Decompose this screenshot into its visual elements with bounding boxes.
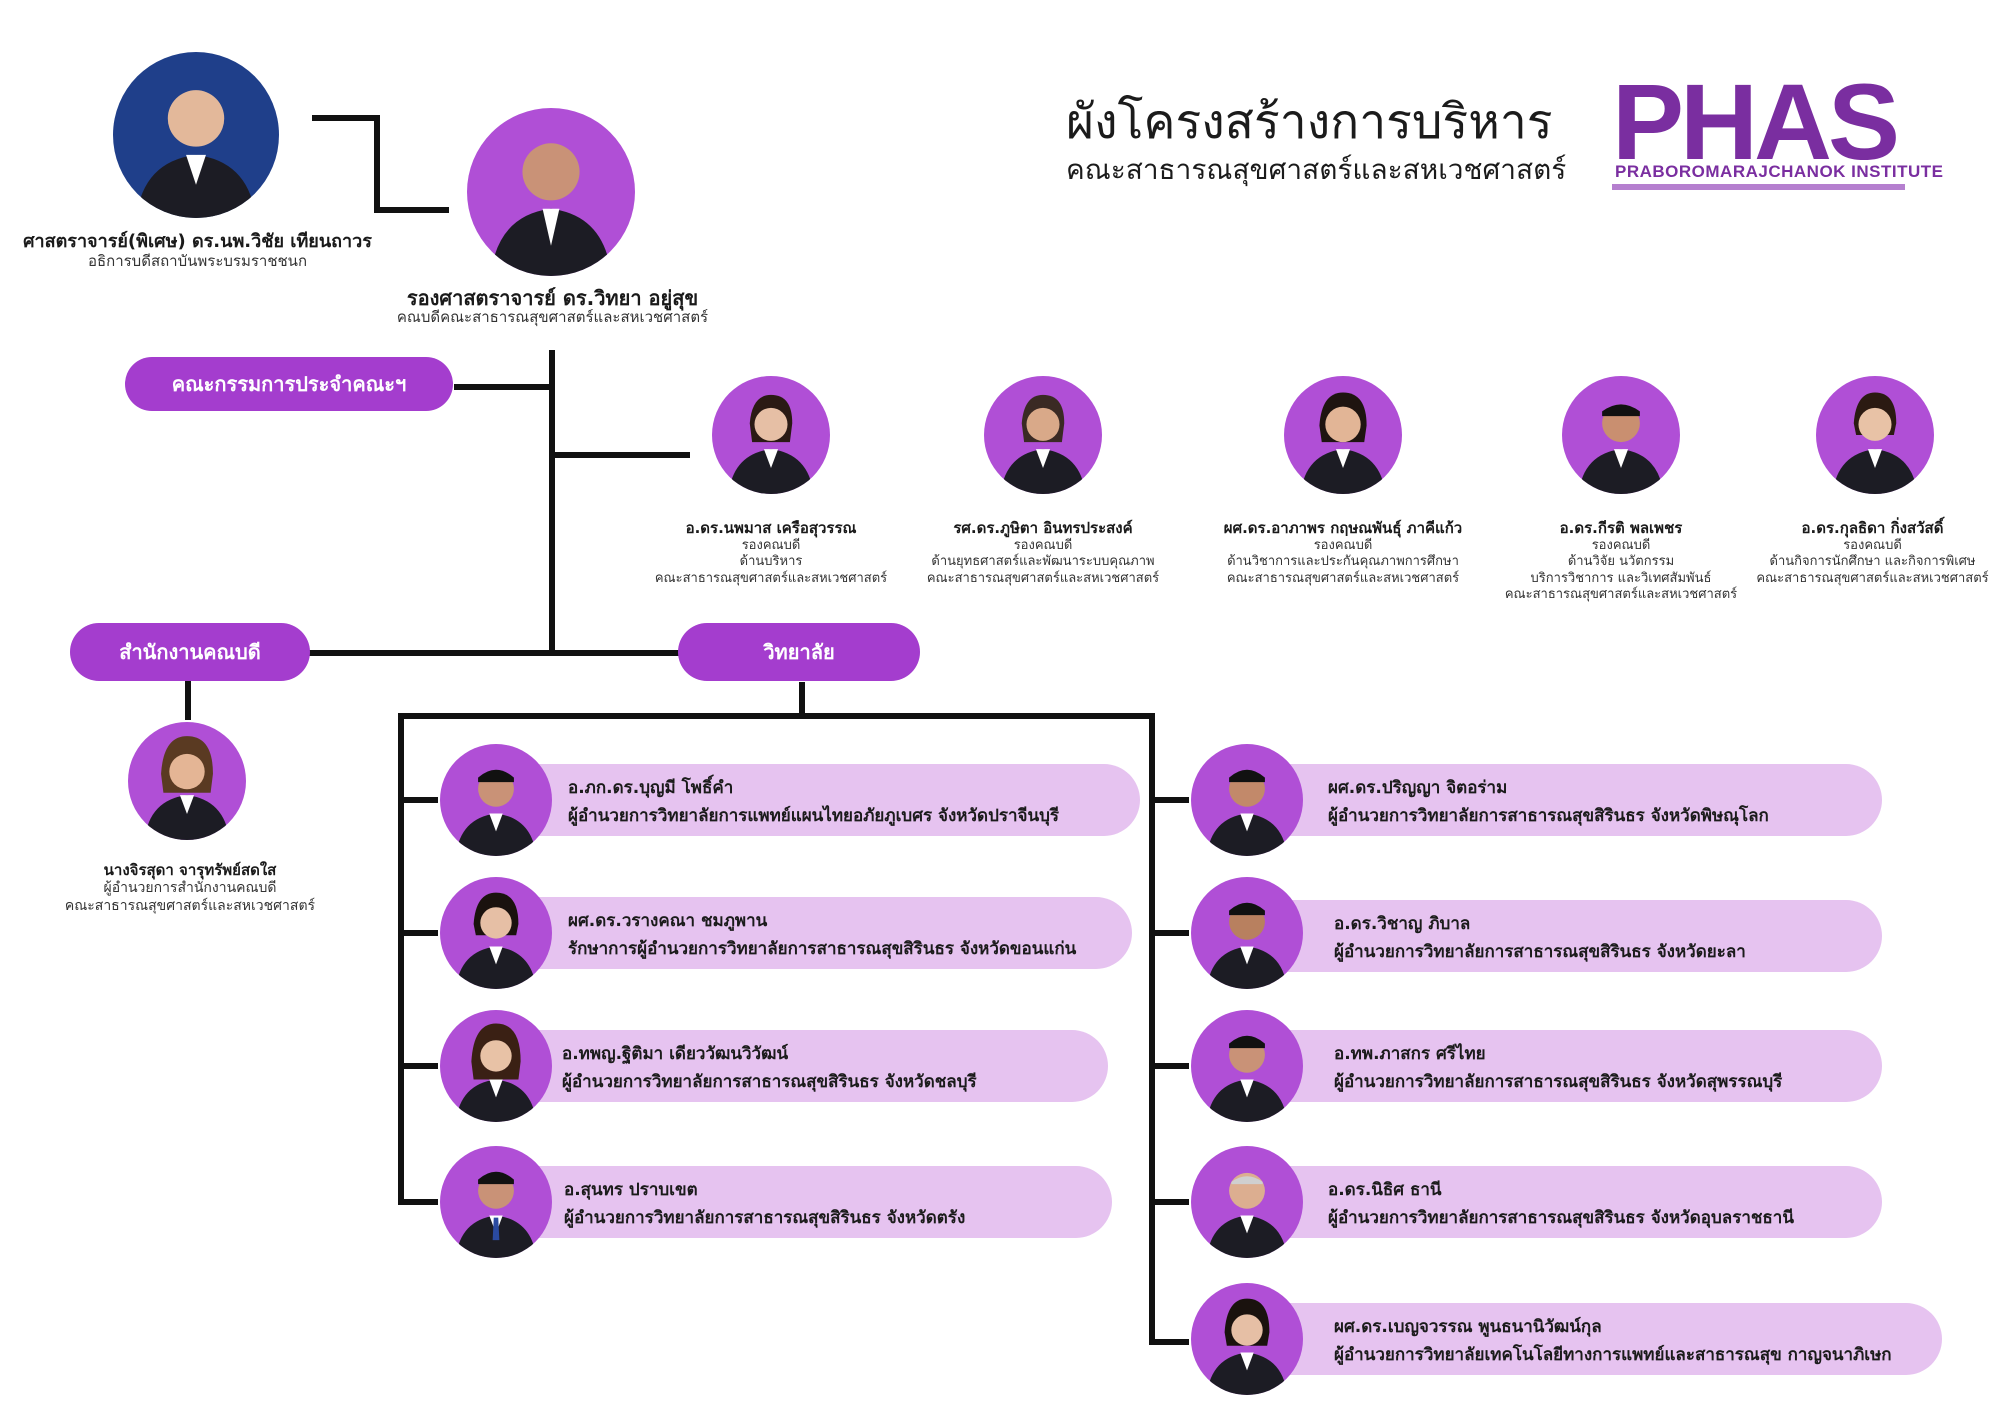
deputy-name: อ.ดร.นพมาส เครือสุวรรณ [685,519,857,537]
logo-subtext: PRABOROMARAJCHANOK INSTITUTE [1615,162,1944,181]
connector-line [398,713,404,1205]
deputy-role: รองคณบดีด้านยุทธศาสตร์และพัฒนาระบบคุณภาพ… [926,538,1160,586]
director-name: ผศ.ดร.ปริญญา จิตอร่าม [1328,778,1508,798]
director-photo [440,877,552,989]
deputy-photo [1562,376,1680,494]
connector-line [185,680,191,720]
deputy-photo [1816,376,1934,494]
director-card[interactable]: อ.ดร.นิธิศ ธานี ผู้อำนวยการวิทยาลัยการสา… [1250,1166,1882,1238]
office-head-name: นางจิรสุดา จารุทรัพย์สดใส [103,861,277,879]
director-card[interactable]: อ.สุนทร ปราบเขต ผู้อำนวยการวิทยาลัยการสา… [500,1166,1112,1238]
director-title: ผู้อำนวยการวิทยาลัยการสาธารณสุขสิรินธร จ… [1334,1072,1783,1092]
dean-name: รองศาสตราจารย์ ดร.วิทยา อยู่สุข [406,286,699,310]
director-name: อ.ทพ.ภาสกร ศรีไทย [1334,1044,1486,1064]
deputy-name: ผศ.ดร.อาภาพร กฤษณพันธุ์ ภาคีแก้ว [1223,519,1463,537]
connector-line [398,797,438,803]
connector-line [799,682,805,716]
connector-line [1149,713,1155,1345]
college-pill[interactable]: วิทยาลัย [678,623,920,681]
dean-role: คณบดีคณะสาธารณสุขศาสตร์และสหเวชศาสตร์ [396,308,709,326]
deputy-name: รศ.ดร.ภูษิตา อินทรประสงค์ [953,519,1133,537]
director-photo [1191,1010,1303,1122]
director-title: ผู้อำนวยการวิทยาลัยการสาธารณสุขสิรินธร จ… [564,1208,966,1228]
director-name: อ.ดร.วิชาญ ภิบาล [1334,914,1471,934]
director-title: ผู้อำนวยการวิทยาลัยการสาธารณสุขสิรินธร จ… [1334,942,1746,962]
connector-line [398,930,438,936]
director-title: ผู้อำนวยการวิทยาลัยการสาธารณสุขสิรินธร จ… [1328,1208,1794,1228]
director-title: ผู้อำนวยการวิทยาลัยการสาธารณสุขสิรินธร จ… [562,1072,977,1092]
connector-line [374,115,380,213]
connector-line [374,207,449,213]
connector-line [312,115,380,121]
connector-line [1149,1063,1189,1069]
director-photo [440,1010,552,1122]
connector-line [549,350,555,655]
director-card[interactable]: ผศ.ดร.วรางคณา ชมภูพาน รักษาการผู้อำนวยกา… [500,897,1132,969]
logo-text: PHAS [1612,61,1900,182]
connector-line [552,452,690,458]
deputy-role: รองคณบดีด้านวิจัย นวัตกรรมบริการวิชาการ … [1504,538,1738,602]
connector-line [398,1199,438,1205]
connector-line [1149,797,1189,803]
connector-line [1149,930,1189,936]
page-subtitle: คณะสาธารณสุขศาสตร์และสหเวชศาสตร์ [1066,153,1567,186]
connector-line [454,384,554,390]
director-card[interactable]: อ.ทพญ.ฐิติมา เดียววัฒนวิวัฒน์ ผู้อำนวยกา… [500,1030,1108,1102]
director-photo [440,1146,552,1258]
director-photo [1191,1146,1303,1258]
dean-photo [467,108,635,276]
office-head-role: ผู้อำนวยการสำนักงานคณบดีคณะสาธารณสุขศาสต… [64,880,316,914]
deputy-photo [712,376,830,494]
director-title: ผู้อำนวยการวิทยาลัยเทคโนโลยีทางการแพทย์แ… [1334,1345,1892,1365]
deputy-name: อ.ดร.กุลธิดา กิ่งสวัสดิ์ [1801,519,1944,537]
director-name: ผศ.ดร.วรางคณา ชมภูพาน [568,911,768,931]
deputy-role: รองคณบดีด้านกิจการนักศึกษา และกิจการพิเศ… [1756,538,1989,586]
deputy-name: อ.ดร.กีรติ พลเพชร [1559,519,1683,537]
president-name: ศาสตราจารย์(พิเศษ) ดร.นพ.วิชัย เทียนถาวร [23,231,372,252]
committee-pill[interactable]: คณะกรรมการประจำคณะฯ [125,357,453,411]
director-name: อ.ทพญ.ฐิติมา เดียววัฒนวิวัฒน์ [562,1044,789,1064]
director-name: อ.ภก.ดร.บุญมี โพธิ์คำ [568,778,734,798]
logo-rule [1612,184,1905,190]
director-title: รักษาการผู้อำนวยการวิทยาลัยการสาธารณสุขส… [568,939,1077,959]
director-photo [1191,877,1303,989]
page-title: ผังโครงสร้างการบริหาร [1066,94,1553,150]
director-card[interactable]: ผศ.ดร.ปริญญา จิตอร่าม ผู้อำนวยการวิทยาลั… [1250,764,1882,836]
director-card[interactable]: อ.ภก.ดร.บุญมี โพธิ์คำ ผู้อำนวยการวิทยาลั… [500,764,1140,836]
deputy-role: รองคณบดีด้านบริหารคณะสาธารณสุขศาสตร์และส… [654,538,888,586]
director-name: อ.ดร.นิธิศ ธานี [1328,1180,1442,1200]
director-name: ผศ.ดร.เบญจวรรณ พูนธนานิวัฒน์กุล [1334,1317,1602,1337]
deputy-photo [984,376,1102,494]
director-card[interactable]: อ.ทพ.ภาสกร ศรีไทย ผู้อำนวยการวิทยาลัยการ… [1250,1030,1882,1102]
director-photo [1191,744,1303,856]
director-photo [1191,1283,1303,1395]
office-pill[interactable]: สำนักงานคณบดี [70,623,310,681]
connector-line [1149,1339,1189,1345]
president-role: อธิการบดีสถาบันพระบรมราชชนก [87,252,308,270]
director-photo [440,744,552,856]
director-card[interactable]: ผศ.ดร.เบญจวรรณ พูนธนานิวัฒน์กุล ผู้อำนวย… [1250,1303,1942,1375]
deputy-role: รองคณบดีด้านวิชาการและประกันคุณภาพการศึก… [1226,538,1460,586]
office-head-photo [128,722,246,840]
director-name: อ.สุนทร ปราบเขต [564,1180,698,1200]
connector-line [398,713,1155,719]
connector-line [398,1063,438,1069]
president-photo [113,52,279,218]
connector-line [305,650,680,656]
director-title: ผู้อำนวยการวิทยาลัยการสาธารณสุขสิรินธร จ… [1328,806,1769,826]
director-card[interactable]: อ.ดร.วิชาญ ภิบาล ผู้อำนวยการวิทยาลัยการส… [1250,900,1882,972]
connector-line [1149,1199,1189,1205]
deputy-photo [1284,376,1402,494]
director-title: ผู้อำนวยการวิทยาลัยการแพทย์แผนไทยอภัยภูเ… [568,806,1060,826]
